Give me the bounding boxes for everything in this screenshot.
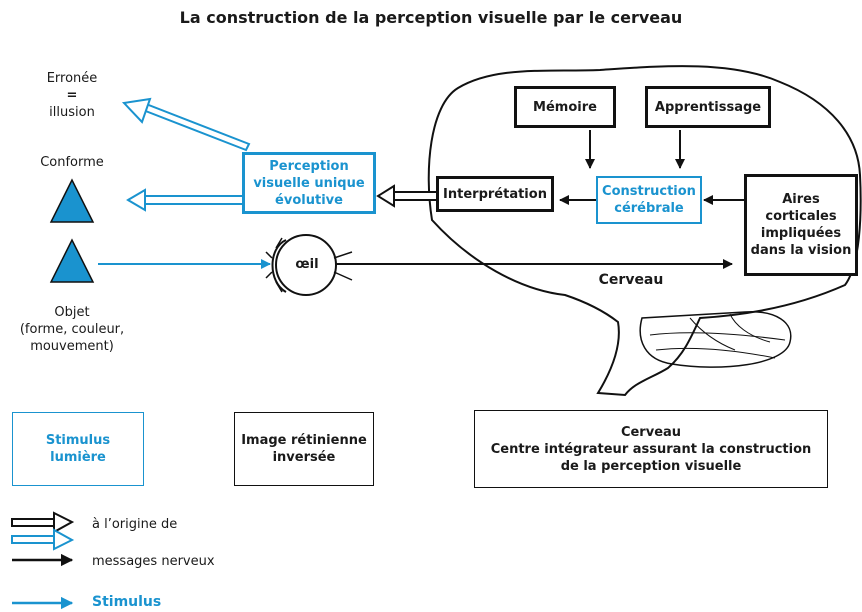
cerveau-title: Cerveau	[620, 424, 682, 440]
cerveau-line1: Centre intégrateur assurant la construct…	[490, 441, 812, 457]
stimulus-line1: Stimulus	[45, 433, 111, 448]
triangle-objet	[49, 238, 95, 283]
image-line2: inversée	[272, 450, 336, 465]
aires-line2: corticales	[765, 209, 837, 224]
stimulus-lumiere-box: Stimulus lumière	[12, 412, 144, 486]
aires-line4: dans la vision	[750, 243, 852, 258]
cerveau-label: Cerveau	[598, 272, 664, 288]
perception-line2: visuelle unique	[253, 175, 365, 191]
aires-line3: impliquées	[760, 226, 842, 241]
objet-line2: (forme, couleur,	[19, 322, 125, 337]
label-conforme: Conforme	[40, 155, 104, 170]
construction-line1: Construction	[602, 184, 696, 199]
label-erronee: Erronée = illusion	[32, 70, 112, 121]
objet-line1: Objet	[54, 305, 90, 320]
cerebellum	[639, 311, 792, 368]
legend-stimulus: Stimulus	[92, 594, 162, 610]
legend-origine: à l’origine de	[92, 517, 178, 532]
interpretation-box: Interprétation	[436, 176, 554, 212]
aires-line1: Aires	[782, 192, 820, 207]
aires-corticales-box: Aires corticales impliquées dans la visi…	[744, 174, 858, 276]
cerveau-centre-box: Cerveau Centre intégrateur assurant la c…	[474, 410, 828, 488]
legend-hollow-blue-arrow	[11, 528, 75, 551]
hollow-arrow-blue-conforme	[126, 188, 246, 212]
equals-sign: =	[66, 88, 78, 103]
apprentissage-box: Apprentissage	[645, 86, 771, 128]
perception-line3: évolutive	[275, 192, 343, 208]
diagram-title: La construction de la perception visuell…	[179, 8, 683, 27]
erronee-text: Erronée	[46, 71, 98, 86]
perception-line1: Perception	[269, 158, 349, 174]
hollow-arrow-blue-illusion	[121, 97, 251, 152]
oeil-label: œil	[295, 257, 319, 272]
brain-outline	[427, 65, 862, 397]
label-objet: Objet (forme, couleur, mouvement)	[2, 304, 142, 355]
legend-hollow-black-arrow	[11, 511, 75, 534]
image-line1: Image rétinienne	[241, 433, 367, 448]
objet-line3: mouvement)	[30, 339, 114, 354]
perception-box: Perception visuelle unique évolutive	[242, 152, 376, 214]
image-retinienne-box: Image rétinienne inversée	[234, 412, 374, 486]
eye-icon	[265, 234, 353, 296]
illusion-text: illusion	[49, 105, 95, 120]
construction-line2: cérébrale	[614, 201, 684, 216]
stimulus-line2: lumière	[50, 450, 106, 465]
construction-box: Construction cérébrale	[596, 176, 702, 224]
triangle-conforme	[49, 178, 95, 223]
memoire-box: Mémoire	[514, 86, 616, 128]
legend-messages: messages nerveux	[92, 554, 215, 569]
cerveau-line2: de la perception visuelle	[560, 458, 742, 474]
